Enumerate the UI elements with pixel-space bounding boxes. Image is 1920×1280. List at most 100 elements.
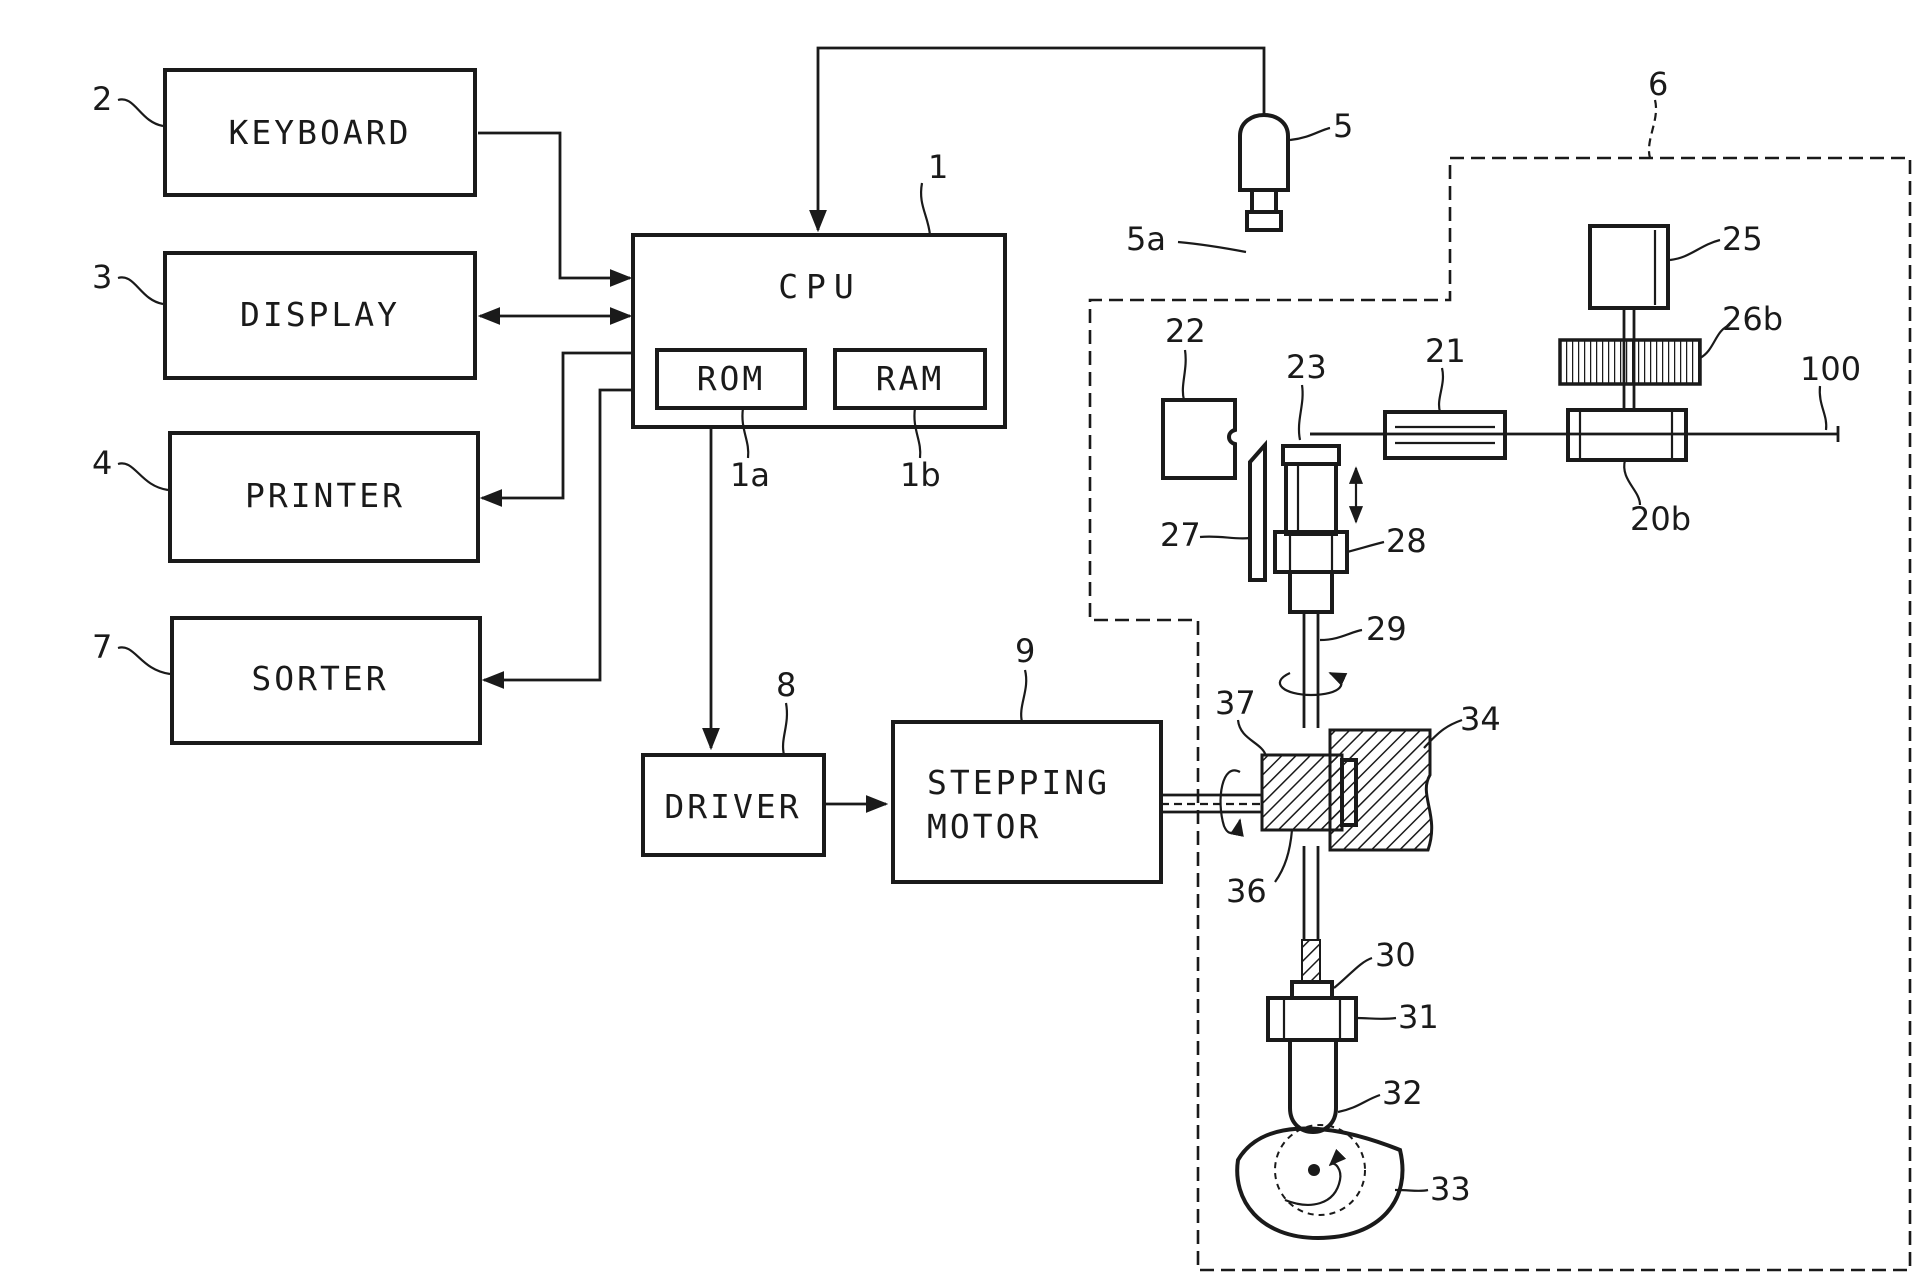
sorter-block: SORTER [172, 618, 480, 743]
svg-text:34: 34 [1460, 700, 1501, 738]
svg-text:1b: 1b [900, 456, 941, 494]
motor-output-shaft [1161, 795, 1262, 812]
ref-4: 4 [92, 444, 168, 490]
sensor-to-cpu-line [818, 48, 1264, 230]
ref-23: 23 [1286, 348, 1327, 440]
ref-9: 9 [1015, 632, 1035, 722]
housing-34 [1330, 730, 1432, 850]
ref-32: 32 [1338, 1074, 1423, 1112]
cpu-label: CPU [778, 267, 862, 306]
svg-text:26b: 26b [1722, 300, 1783, 338]
ref-28: 28 [1347, 522, 1427, 560]
svg-text:1a: 1a [730, 456, 770, 494]
svg-text:29: 29 [1366, 610, 1407, 648]
ref-30: 30 [1334, 936, 1416, 988]
stepping-motor-label-2: MOTOR [927, 807, 1041, 846]
svg-text:36: 36 [1226, 872, 1267, 910]
ref-7: 7 [92, 628, 170, 674]
svg-text:4: 4 [92, 444, 112, 482]
svg-text:21: 21 [1425, 332, 1466, 370]
sensor-5 [1240, 115, 1288, 230]
stepping-motor-block: STEPPING MOTOR [893, 722, 1161, 882]
driver-label: DRIVER [664, 787, 801, 826]
sorter-label: SORTER [251, 659, 388, 698]
svg-text:6: 6 [1648, 65, 1668, 103]
ref-100: 100 [1800, 350, 1861, 430]
keyboard-label: KEYBOARD [229, 113, 412, 152]
rotation-arrow-29 [1280, 673, 1341, 695]
svg-text:1: 1 [928, 148, 948, 186]
svg-text:31: 31 [1398, 998, 1439, 1036]
svg-text:3: 3 [92, 258, 112, 296]
ref-20b: 20b [1624, 460, 1691, 538]
ref-3: 3 [92, 258, 163, 304]
ref-34: 34 [1424, 700, 1501, 748]
ref-1: 1 [921, 148, 948, 235]
svg-text:20b: 20b [1630, 500, 1691, 538]
ref-6: 6 [1648, 65, 1668, 158]
keyboard-block: KEYBOARD [165, 70, 475, 195]
collar-28 [1275, 532, 1347, 572]
ref-1b: 1b [900, 408, 941, 494]
ref-31: 31 [1356, 998, 1439, 1036]
collar-31 [1268, 998, 1356, 1040]
ref-36: 36 [1226, 830, 1292, 910]
worm-wheel-36 [1262, 755, 1356, 830]
svg-text:5a: 5a [1126, 220, 1166, 258]
ref-27: 27 [1160, 516, 1250, 554]
display-label: DISPLAY [240, 295, 400, 334]
svg-text:27: 27 [1160, 516, 1201, 554]
svg-text:28: 28 [1386, 522, 1427, 560]
ref-37: 37 [1215, 684, 1266, 756]
stepping-motor-label-1: STEPPING [927, 763, 1110, 802]
svg-text:8: 8 [776, 666, 796, 704]
motor-25 [1590, 226, 1668, 308]
cpu-block: CPU ROM RAM [633, 235, 1005, 427]
svg-text:100: 100 [1800, 350, 1861, 388]
plunger-body [1286, 464, 1336, 534]
svg-text:5: 5 [1333, 107, 1353, 145]
ref-29: 29 [1320, 610, 1407, 648]
svg-text:32: 32 [1382, 1074, 1423, 1112]
ref-26b: 26b [1700, 300, 1783, 358]
svg-text:30: 30 [1375, 936, 1416, 974]
ref-33: 33 [1395, 1170, 1471, 1208]
svg-text:33: 33 [1430, 1170, 1471, 1208]
display-block: DISPLAY [165, 253, 475, 378]
part-23 [1283, 434, 1385, 464]
thread-30 [1292, 940, 1332, 998]
driver-block: DRIVER [643, 755, 824, 855]
ref-8: 8 [776, 666, 796, 755]
cpu-to-sorter-line [484, 390, 633, 680]
gear-26b [1560, 340, 1700, 384]
ref-21: 21 [1425, 332, 1466, 412]
rom-label: ROM [697, 359, 766, 398]
ref-2: 2 [92, 80, 163, 126]
follower-32 [1290, 1040, 1336, 1132]
part-27 [1250, 445, 1265, 580]
svg-text:22: 22 [1165, 312, 1206, 350]
svg-text:9: 9 [1015, 632, 1035, 670]
ref-5a: 5a [1126, 220, 1246, 258]
svg-text:25: 25 [1722, 220, 1763, 258]
ram-label: RAM [876, 359, 945, 398]
svg-text:23: 23 [1286, 348, 1327, 386]
ref-25: 25 [1670, 220, 1763, 260]
keyboard-to-cpu-line [478, 133, 630, 278]
ref-5: 5 [1290, 107, 1353, 145]
printer-block: PRINTER [170, 433, 478, 561]
ref-1a: 1a [730, 408, 770, 494]
printer-label: PRINTER [245, 476, 405, 515]
ref-22: 22 [1165, 312, 1206, 400]
shaft-100 [1310, 426, 1838, 442]
svg-text:7: 7 [92, 628, 112, 666]
svg-text:2: 2 [92, 80, 112, 118]
part-22 [1163, 400, 1235, 478]
rotation-arrow-37 [1221, 770, 1240, 833]
cam-33 [1237, 1125, 1402, 1238]
stem-below-28 [1290, 572, 1332, 612]
cpu-to-printer-line [482, 353, 633, 498]
svg-text:37: 37 [1215, 684, 1256, 722]
